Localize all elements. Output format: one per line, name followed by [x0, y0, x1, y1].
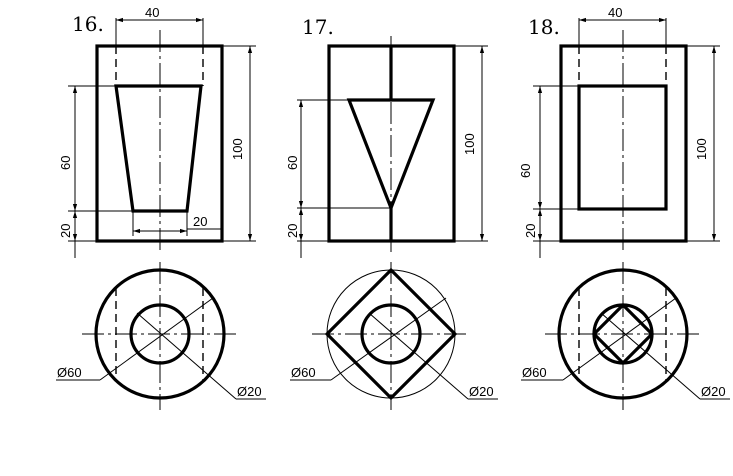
- front-view: 40 100 60 20: [518, 5, 720, 258]
- dim-height-upper: 60: [58, 156, 73, 170]
- dim-height-total: 100: [230, 138, 245, 160]
- figure-number: 17.: [302, 15, 334, 39]
- dim-height-lower: 20: [58, 224, 73, 238]
- top-view: Ø60 Ø20: [56, 262, 266, 410]
- leader-line: [330, 297, 447, 381]
- dim-height-lower: 20: [523, 224, 538, 238]
- tapered-hole: [114, 84, 203, 213]
- figure-17: 17. 100 60 20: [285, 15, 498, 410]
- dim-height-total: 100: [694, 138, 709, 160]
- leader-line: [99, 297, 214, 381]
- top-view: Ø60 Ø20: [290, 262, 498, 410]
- figure-18: 18. 40 100 60 20: [518, 5, 730, 410]
- leader-line: [368, 312, 469, 400]
- dim-inner-dia: Ø20: [701, 384, 726, 399]
- dim-height-lower: 20: [285, 224, 300, 238]
- figure-16: 16. 40 100 60 20: [56, 5, 266, 410]
- dim-height-upper: 60: [518, 164, 533, 178]
- leader-line: [562, 297, 677, 381]
- dim-bottom-width: 20: [193, 214, 207, 229]
- dim-inner-dia: Ø20: [469, 384, 494, 399]
- leader-line: [136, 312, 237, 400]
- leader-line: [600, 312, 701, 400]
- dim-inner-dia: Ø20: [237, 384, 262, 399]
- front-view: 100 60 20: [285, 36, 488, 258]
- front-view: 40 100 60 20 20: [58, 5, 256, 258]
- dim-outer-dia: Ø60: [57, 365, 82, 380]
- dim-top-width: 40: [608, 5, 622, 20]
- dim-height-upper: 60: [285, 156, 300, 170]
- dim-outer-dia: Ø60: [522, 365, 547, 380]
- figure-number: 16.: [72, 12, 104, 36]
- figure-number: 18.: [528, 15, 560, 39]
- top-view: Ø60 Ø20: [521, 262, 730, 410]
- dim-top-width: 40: [145, 5, 159, 20]
- dim-height-total: 100: [462, 133, 477, 155]
- dim-outer-dia: Ø60: [291, 365, 316, 380]
